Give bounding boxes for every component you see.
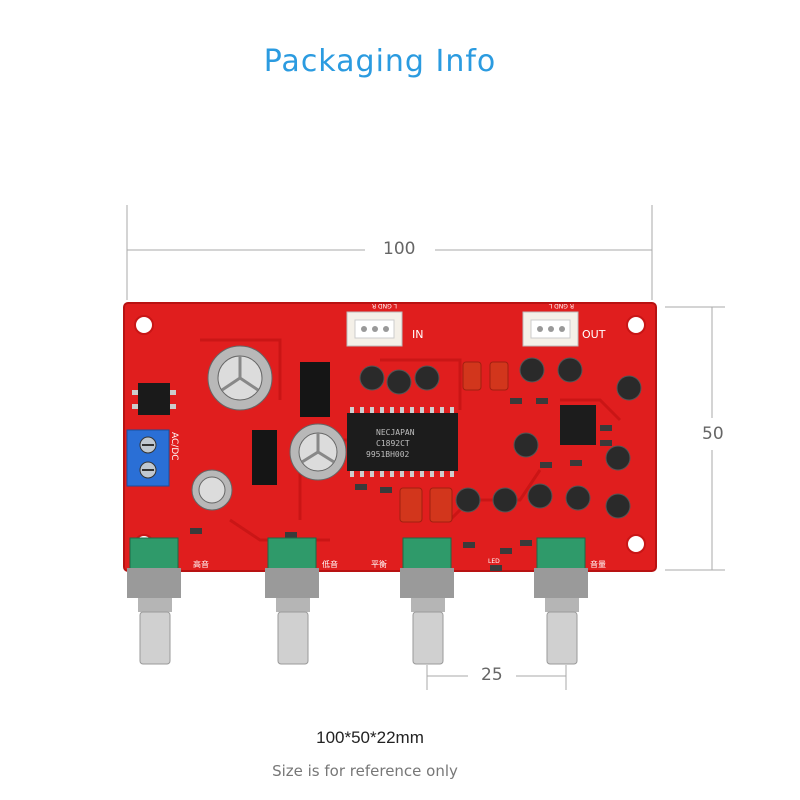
chip-marking-2: C1892CT	[376, 439, 410, 448]
board-label-in: IN	[412, 328, 423, 341]
size-disclaimer: Size is for reference only	[272, 762, 458, 780]
potentiometer-balance	[400, 537, 454, 665]
board-label-knob-bass: 低音	[322, 559, 338, 569]
voltage-regulators	[252, 362, 330, 485]
board-label-knob-volume: 音量	[590, 559, 606, 569]
board-label-knob-treble: 高音	[193, 559, 209, 569]
height-dimension-label: 50	[702, 424, 724, 444]
large-capacitors	[191, 345, 347, 511]
main-ic-chip	[347, 407, 458, 477]
output-connector	[522, 311, 579, 347]
potentiometer-volume	[534, 537, 588, 665]
film-capacitors	[399, 361, 509, 523]
knob-spacing-dimension	[426, 665, 567, 690]
board-label-out: OUT	[582, 328, 606, 341]
product-size: 100*50*22mm	[316, 728, 424, 747]
board-label-out-pins: R GND L	[548, 302, 574, 309]
small-capacitors	[359, 357, 642, 519]
chip-marking-3: 9951BH002	[366, 450, 410, 459]
width-dimension	[126, 205, 653, 300]
power-terminal	[126, 429, 170, 487]
height-dimension	[665, 306, 725, 571]
bridge-rectifier	[132, 383, 176, 415]
potentiometer-treble	[127, 537, 181, 665]
page-title: Packaging Info	[263, 44, 497, 79]
board-label-power: AC/DC	[169, 432, 179, 461]
board-label-led: LED	[488, 558, 500, 565]
potentiometer-bass	[265, 537, 319, 665]
input-connector	[346, 311, 403, 347]
board-label-in-pins: L GND R	[372, 302, 397, 309]
chip-marking-1: NECJAPAN	[376, 428, 415, 437]
width-dimension-label: 100	[383, 239, 416, 259]
op-amp-chip	[560, 405, 596, 445]
knob-spacing-label: 25	[481, 665, 503, 685]
board-label-knob-balance: 平衡	[371, 559, 387, 569]
